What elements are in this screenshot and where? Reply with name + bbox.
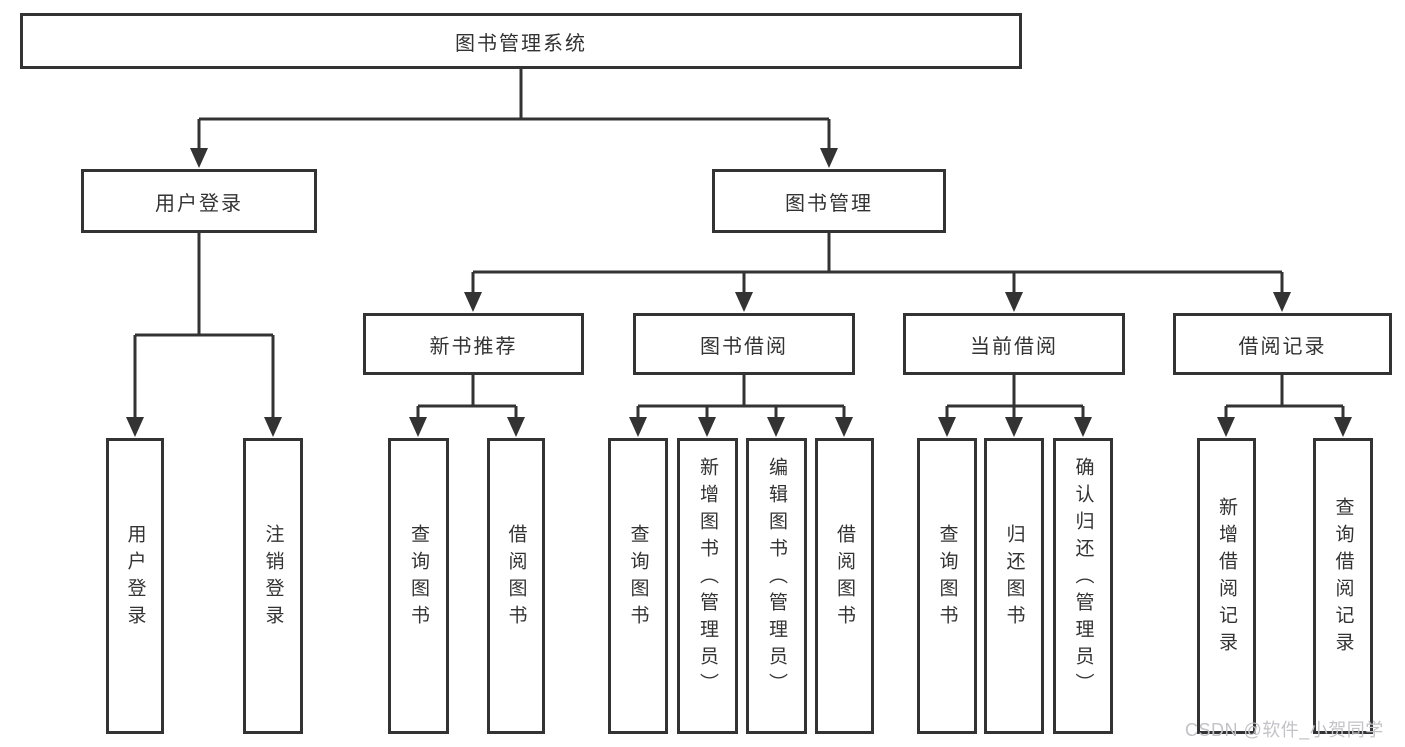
leaf-recommend-query-books-label: 查询图书 (408, 524, 429, 632)
connector-current-borrow-children (938, 375, 1092, 437)
node-new-book-recommend: 新书推荐 (363, 313, 584, 375)
leaf-logout-label: 注销登录 (262, 524, 284, 632)
connector-new-book-recommend-children (409, 375, 525, 437)
arrowhead-borrow-records-children (1217, 417, 1352, 437)
leaf-borrow-add-books-admin: 新增图书（管理员） (677, 438, 738, 734)
node-book-borrow: 图书借阅 (633, 313, 855, 375)
connector-new-book-recommend-stem (416, 375, 518, 419)
leaf-borrow-borrow-books-label: 借阅图书 (834, 524, 855, 632)
leaf-current-confirm-return-admin: 确认归还（管理员） (1053, 438, 1113, 734)
leaf-user-login: 用户登录 (106, 438, 164, 734)
leaf-borrow-borrow-books: 借阅图书 (815, 438, 874, 734)
leaf-borrow-edit-books-admin-label: 编辑图书（管理员） (766, 456, 787, 700)
node-user-login-label: 用户登录 (155, 192, 243, 215)
leaf-records-query-record: 查询借阅记录 (1313, 438, 1373, 734)
leaf-recommend-borrow-books: 借阅图书 (487, 438, 545, 734)
arrowhead-current-borrow-children (938, 417, 1092, 437)
arrowhead-book-borrow-children (629, 417, 853, 437)
node-new-book-recommend-label: 新书推荐 (429, 335, 518, 358)
connector-book-management-stem (471, 233, 1284, 294)
leaf-records-add-record-label: 新增借阅记录 (1216, 497, 1237, 659)
arrowhead-root-children (190, 148, 838, 168)
node-borrow-records-label: 借阅记录 (1238, 335, 1327, 358)
connector-book-borrow-children (629, 375, 853, 437)
leaf-records-add-record: 新增借阅记录 (1197, 438, 1256, 734)
node-book-borrow-label: 图书借阅 (700, 335, 788, 358)
leaf-current-return-books: 归还图书 (984, 438, 1044, 734)
leaf-current-return-books-label: 归还图书 (1003, 524, 1025, 632)
node-book-management-label: 图书管理 (785, 192, 873, 215)
leaf-borrow-edit-books-admin: 编辑图书（管理员） (746, 438, 807, 734)
leaf-borrow-add-books-admin-label: 新增图书（管理员） (697, 456, 718, 700)
connector-book-borrow-stem (636, 375, 846, 419)
connector-user-login-children (126, 233, 282, 437)
leaf-current-query-books-label: 查询图书 (936, 524, 958, 632)
node-user-login: 用户登录 (81, 169, 317, 233)
node-library-system: 图书管理系统 (20, 13, 1022, 69)
leaf-records-query-record-label: 查询借阅记录 (1332, 497, 1354, 659)
node-current-borrow-label: 当前借阅 (970, 335, 1058, 358)
leaf-recommend-query-books: 查询图书 (388, 438, 449, 734)
node-book-management: 图书管理 (712, 169, 946, 233)
leaf-logout: 注销登录 (243, 438, 303, 734)
leaf-recommend-borrow-books-label: 借阅图书 (505, 524, 527, 632)
connector-root-to-level2 (190, 69, 838, 168)
connector-borrow-records-children (1217, 375, 1352, 437)
connector-root-stem (197, 69, 831, 150)
node-current-borrow: 当前借阅 (903, 313, 1125, 375)
connector-borrow-records-stem (1224, 375, 1345, 419)
arrowhead-new-book-recommend-children (409, 417, 525, 437)
node-library-system-label: 图书管理系统 (455, 32, 587, 55)
connector-current-borrow-stem (945, 375, 1085, 419)
connector-user-login-stem (133, 233, 275, 419)
arrowhead-book-management-children (464, 292, 1291, 312)
leaf-current-query-books: 查询图书 (917, 438, 977, 734)
leaf-borrow-query-books-label: 查询图书 (627, 524, 649, 632)
leaf-user-login-label: 用户登录 (124, 524, 146, 632)
leaf-borrow-query-books: 查询图书 (608, 438, 668, 734)
leaf-current-confirm-return-admin-label: 确认归还（管理员） (1072, 456, 1094, 700)
watermark: CSDN @软件_小贺同学 (1185, 720, 1384, 740)
arrowhead-user-login-children (126, 417, 282, 437)
connector-book-management-children (464, 233, 1291, 312)
node-borrow-records: 借阅记录 (1173, 313, 1392, 375)
